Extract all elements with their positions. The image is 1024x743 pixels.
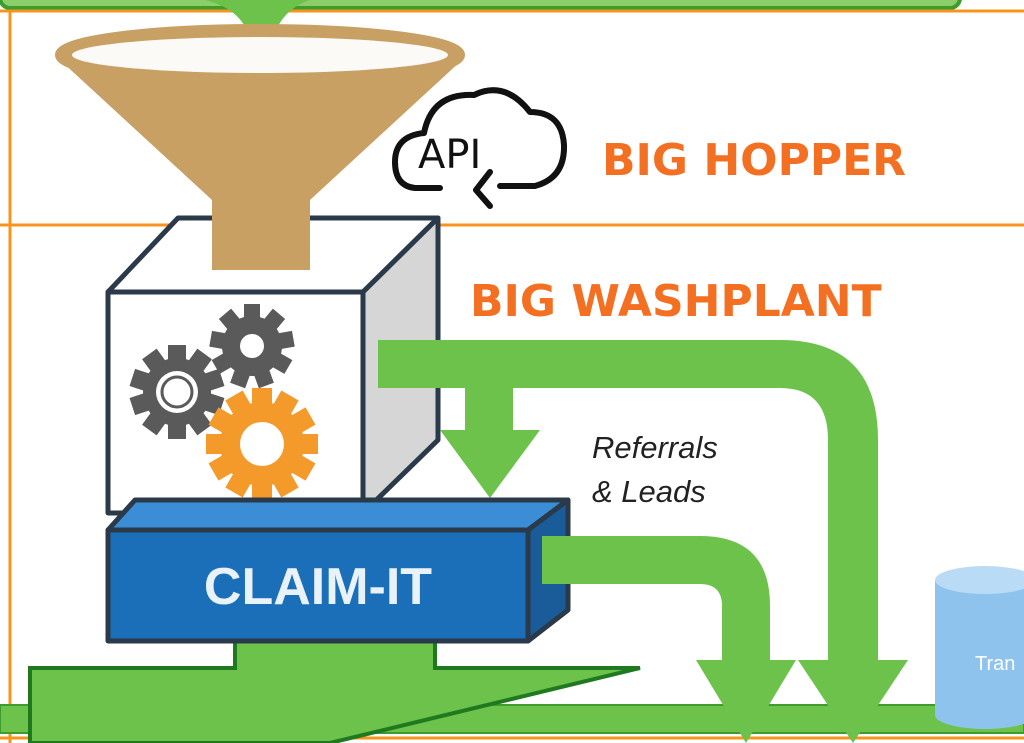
api-cloud-icon: API: [392, 87, 568, 209]
referrals-label-line1: Referrals: [592, 430, 718, 465]
big-washplant-title: BIG WASHPLANT: [470, 276, 882, 327]
washplant-output-pipes: [378, 340, 908, 743]
referrals-label-line2: & Leads: [592, 474, 706, 509]
gears-icon: [129, 304, 318, 500]
top-pipe-bar: [0, 0, 962, 10]
large-gray-gear-icon: [129, 345, 225, 439]
claim-output-pipe: [542, 536, 796, 743]
hopper-funnel: [55, 24, 465, 270]
claim-it-block: [105, 497, 571, 644]
database-label: Tran: [975, 653, 1015, 675]
claim-it-label: CLAIM-IT: [204, 558, 432, 616]
funnel-spout: [212, 215, 310, 270]
database-cylinder-icon: [935, 566, 1024, 729]
small-gray-gear-icon: [209, 304, 295, 389]
api-label: API: [418, 132, 481, 178]
orange-gear-icon: [206, 388, 318, 500]
big-hopper-title: BIG HOPPER: [602, 135, 906, 186]
